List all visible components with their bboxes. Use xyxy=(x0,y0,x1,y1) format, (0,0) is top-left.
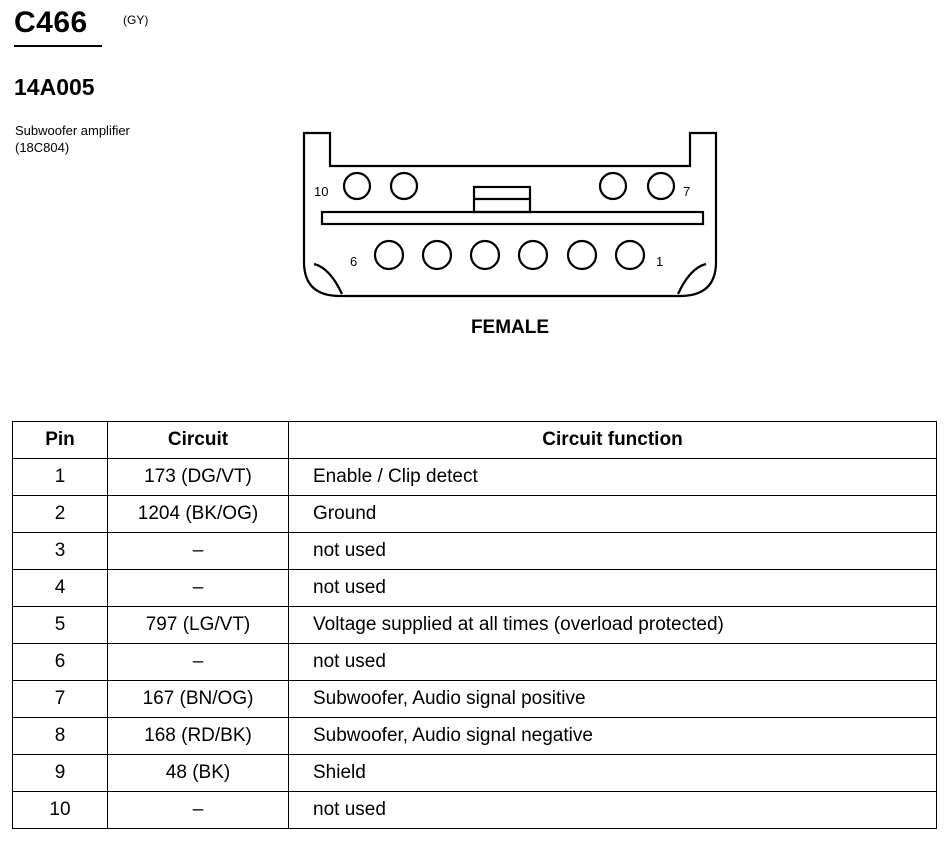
cell-pin: 7 xyxy=(12,680,108,718)
cell-pin: 10 xyxy=(12,791,108,829)
table-row: 6 – not used xyxy=(12,643,937,681)
cell-function: Shield xyxy=(288,754,937,792)
pin-cavity-4 xyxy=(469,239,501,271)
table-row: 4 – not used xyxy=(12,569,937,607)
connector-id: C466 xyxy=(14,6,88,39)
header-circuit: Circuit xyxy=(107,421,289,459)
housing-inner-curve-right xyxy=(677,262,707,295)
header-pin: Pin xyxy=(12,421,108,459)
table-row: 2 1204 (BK/OG) Ground xyxy=(12,495,937,533)
cell-function: Subwoofer, Audio signal positive xyxy=(288,680,937,718)
component-part-number: (18C804) xyxy=(15,140,70,155)
view-label: FEMALE xyxy=(471,317,549,338)
cell-pin: 5 xyxy=(12,606,108,644)
part-number: 14A005 xyxy=(14,74,95,100)
connector-color: (GY) xyxy=(123,13,149,27)
pin-cavity-3 xyxy=(517,239,549,271)
cell-function: Voltage supplied at all times (overload … xyxy=(288,606,937,644)
cell-pin: 1 xyxy=(12,458,108,496)
cell-function: not used xyxy=(288,532,937,570)
pin-cavity-2 xyxy=(566,239,598,271)
component-name: Subwoofer amplifier xyxy=(15,123,130,138)
cell-circuit: 48 (BK) xyxy=(107,754,289,792)
cell-pin: 8 xyxy=(12,717,108,755)
table-row: 5 797 (LG/VT) Voltage supplied at all ti… xyxy=(12,606,937,644)
cell-circuit: – xyxy=(107,532,289,570)
header-circuit-function: Circuit function xyxy=(288,421,937,459)
component-description: Subwoofer amplifier (18C804) xyxy=(15,122,130,156)
pin-cavity-5 xyxy=(421,239,453,271)
cell-circuit: 167 (BN/OG) xyxy=(107,680,289,718)
cell-function: not used xyxy=(288,569,937,607)
cell-function: Enable / Clip detect xyxy=(288,458,937,496)
pin-label-bottom-right: 1 xyxy=(656,254,663,269)
connector-housing-outline xyxy=(302,131,718,298)
table-row: 8 168 (RD/BK) Subwoofer, Audio signal ne… xyxy=(12,717,937,755)
table-header-row: Pin Circuit Circuit function xyxy=(12,421,937,459)
pin-label-top-left: 10 xyxy=(314,184,328,199)
pin-cavity-1 xyxy=(614,239,646,271)
cell-circuit: – xyxy=(107,643,289,681)
connector-face-diagram: 10 7 6 1 FEMALE xyxy=(302,131,718,338)
connector-id-underline xyxy=(14,45,102,47)
table-row: 3 – not used xyxy=(12,532,937,570)
cell-pin: 3 xyxy=(12,532,108,570)
cell-pin: 9 xyxy=(12,754,108,792)
cell-circuit: – xyxy=(107,791,289,829)
table-row: 1 173 (DG/VT) Enable / Clip detect xyxy=(12,458,937,496)
cell-function: not used xyxy=(288,643,937,681)
cell-function: Subwoofer, Audio signal negative xyxy=(288,717,937,755)
pin-cavity-6 xyxy=(373,239,405,271)
cell-circuit: – xyxy=(107,569,289,607)
cell-circuit: 1204 (BK/OG) xyxy=(107,495,289,533)
cell-function: Ground xyxy=(288,495,937,533)
table-row: 9 48 (BK) Shield xyxy=(12,754,937,792)
housing-inner-curve-left xyxy=(313,262,343,295)
cell-circuit: 797 (LG/VT) xyxy=(107,606,289,644)
cell-pin: 4 xyxy=(12,569,108,607)
pin-function-table: Pin Circuit Circuit function 1 173 (DG/V… xyxy=(12,421,937,829)
divider-slot xyxy=(320,210,705,226)
pin-cavity-8 xyxy=(598,171,628,201)
table-row: 10 – not used xyxy=(12,791,937,829)
cell-pin: 6 xyxy=(12,643,108,681)
pin-label-bottom-left: 6 xyxy=(350,254,357,269)
pin-cavity-9 xyxy=(389,171,419,201)
pin-cavity-7 xyxy=(646,171,676,201)
cell-function: not used xyxy=(288,791,937,829)
cell-circuit: 173 (DG/VT) xyxy=(107,458,289,496)
pin-cavity-10 xyxy=(342,171,372,201)
cell-pin: 2 xyxy=(12,495,108,533)
table-row: 7 167 (BN/OG) Subwoofer, Audio signal po… xyxy=(12,680,937,718)
pin-label-top-right: 7 xyxy=(683,184,690,199)
cell-circuit: 168 (RD/BK) xyxy=(107,717,289,755)
